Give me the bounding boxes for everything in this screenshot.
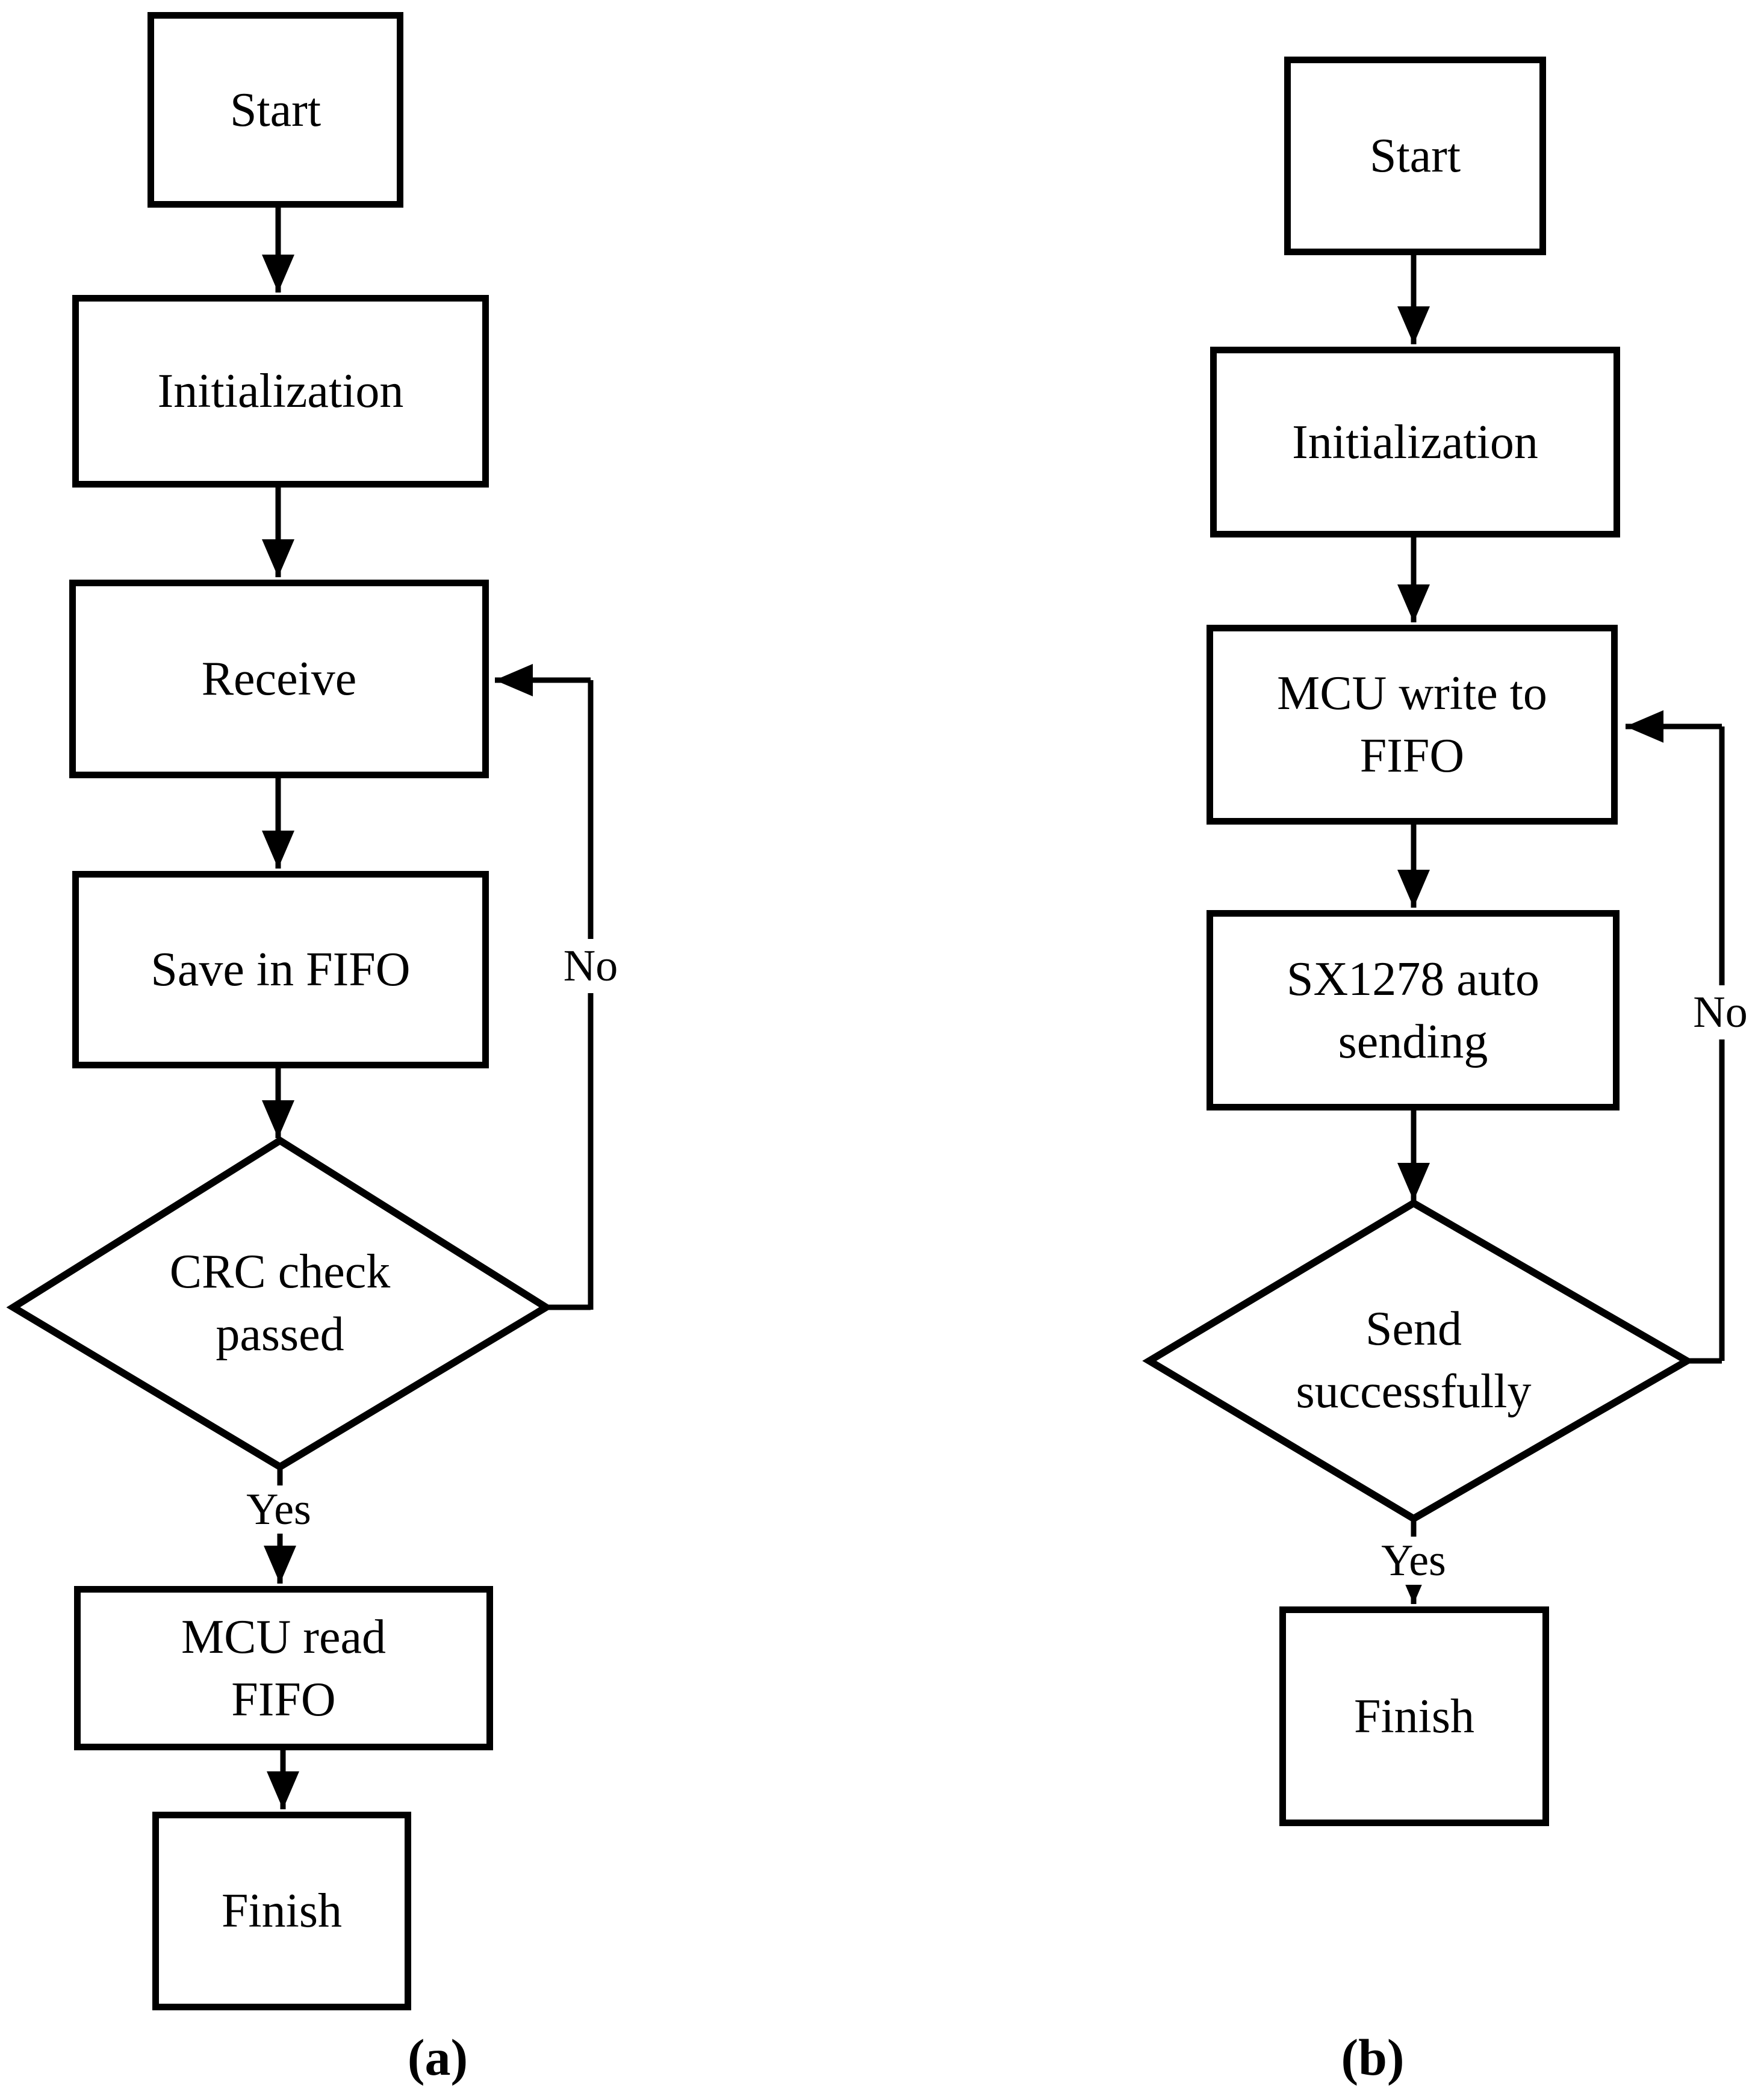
node-b-initialization-label: Initialization <box>1292 415 1538 469</box>
decision-b-line2: successfully <box>1296 1365 1532 1418</box>
decision-a-line2: passed <box>216 1308 344 1361</box>
node-b-mcu-write-line1: MCU write to <box>1277 667 1547 720</box>
node-a-finish-label: Finish <box>221 1885 343 1937</box>
node-a-finish: Finish <box>152 1812 411 2010</box>
edge-label-b-yes: Yes <box>1353 1536 1474 1585</box>
node-b-mcu-write-fifo: MCU write to FIFO <box>1207 625 1618 825</box>
node-a-initialization-label: Initialization <box>157 365 404 418</box>
node-a-start: Start <box>148 12 403 208</box>
node-a-receive-label: Receive <box>201 652 357 705</box>
node-b-start: Start <box>1284 57 1546 255</box>
edge-label-a-yes: Yes <box>219 1485 339 1534</box>
node-a-receive: Receive <box>69 580 489 778</box>
node-a-initialization: Initialization <box>72 295 489 488</box>
node-a-mcu-read-line2: FIFO <box>231 1673 336 1726</box>
node-a-save-fifo-label: Save in FIFO <box>151 943 411 996</box>
node-b-mcu-write-line2: FIFO <box>1359 729 1465 782</box>
node-b-finish: Finish <box>1279 1606 1549 1826</box>
caption-a: (a) <box>407 2028 468 2086</box>
node-b-sx1278-line2: sending <box>1338 1015 1488 1068</box>
node-b-sx1278-line1: SX1278 auto <box>1287 952 1539 1006</box>
node-a-start-label: Start <box>229 83 321 137</box>
edge-label-b-no: No <box>1680 985 1761 1039</box>
node-b-initialization: Initialization <box>1210 347 1620 537</box>
decision-b-label: Send successfully <box>1233 1270 1594 1451</box>
decision-b-line1: Send <box>1365 1302 1462 1355</box>
caption-b: (b) <box>1341 2028 1405 2086</box>
node-a-save-fifo: Save in FIFO <box>72 871 489 1068</box>
edge-label-a-no: No <box>542 939 639 993</box>
node-b-start-label: Start <box>1369 129 1461 182</box>
node-b-sx1278-auto-sending: SX1278 auto sending <box>1207 910 1620 1110</box>
decision-a-line1: CRC check <box>169 1245 391 1298</box>
node-b-finish-label: Finish <box>1353 1690 1475 1743</box>
decision-a-label: CRC check passed <box>99 1210 461 1396</box>
node-a-mcu-read-fifo: MCU read FIFO <box>74 1586 493 1750</box>
node-a-mcu-read-line1: MCU read <box>181 1610 386 1664</box>
